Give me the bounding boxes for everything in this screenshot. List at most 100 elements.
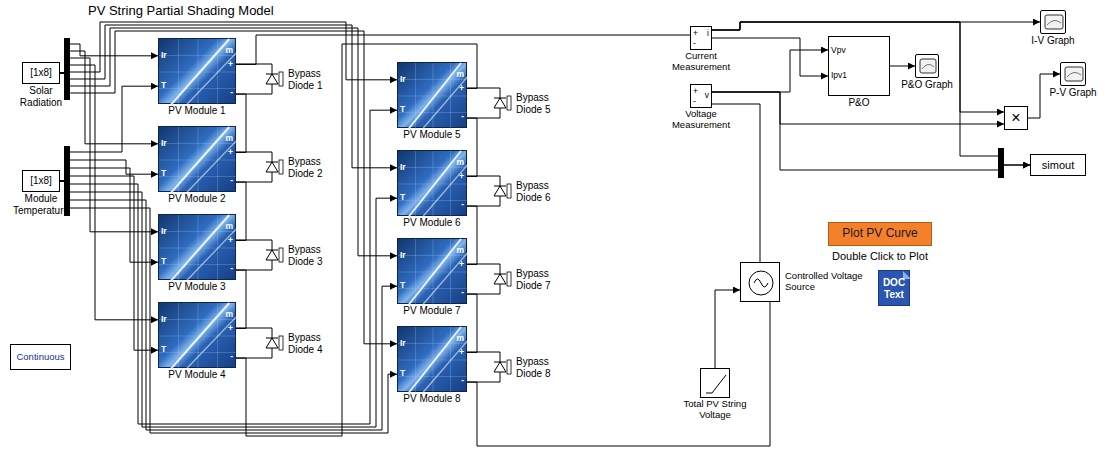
signal-line bbox=[60, 181, 397, 430]
bypass-diode: Bypass Diode 7 bbox=[490, 264, 510, 294]
ramp-icon bbox=[701, 369, 731, 399]
power-wire bbox=[467, 302, 770, 446]
port-label: Ir bbox=[161, 227, 167, 237]
port-label: T bbox=[400, 105, 405, 115]
port-label: + bbox=[228, 324, 233, 334]
mux-bar bbox=[998, 148, 1004, 178]
port-label: T bbox=[400, 193, 405, 203]
port-label: - bbox=[230, 177, 233, 187]
port-label: - bbox=[230, 265, 233, 275]
port-label: m bbox=[225, 222, 233, 232]
signal-line bbox=[60, 110, 397, 424]
block-label: PV Module 7 bbox=[403, 305, 460, 317]
port-label: m bbox=[456, 70, 464, 80]
block-label: × bbox=[1011, 109, 1020, 127]
pv-icon bbox=[159, 303, 237, 369]
port-label: m bbox=[225, 46, 233, 56]
scope-block: I-V Graph bbox=[1040, 10, 1066, 34]
block-label: PV Module 3 bbox=[168, 281, 225, 293]
port-label: Ir bbox=[161, 315, 167, 325]
signal-line bbox=[60, 176, 158, 350]
block-label: Current Measurement bbox=[665, 51, 737, 73]
block-label: Continuous bbox=[16, 352, 64, 363]
power-wire bbox=[236, 44, 477, 436]
block-label: Bypass Diode 7 bbox=[516, 268, 562, 291]
constant-block: [1x8]Module Temperature bbox=[22, 170, 60, 192]
pv-module-block: IrTm+-PV Module 1 bbox=[158, 38, 236, 104]
port-label: - bbox=[693, 39, 696, 49]
diode-icon bbox=[490, 176, 510, 206]
port-label: m bbox=[225, 134, 233, 144]
bypass-diode: Bypass Diode 4 bbox=[262, 328, 282, 358]
port-label: T bbox=[161, 81, 166, 91]
block-label: Bypass Diode 4 bbox=[288, 332, 334, 355]
cvs-icon bbox=[741, 263, 781, 303]
signal-line bbox=[712, 22, 1040, 30]
pv-module-block: IrTm+-PV Module 5 bbox=[397, 62, 467, 128]
port-label: + bbox=[693, 29, 698, 39]
signal-line bbox=[60, 58, 158, 232]
block-label: Total PV String Voltage bbox=[679, 399, 751, 421]
port-label: T bbox=[161, 345, 166, 355]
signal-line bbox=[60, 168, 158, 262]
bypass-diode: Bypass Diode 6 bbox=[490, 176, 510, 206]
block-label: P&O bbox=[848, 97, 869, 109]
port-label: - bbox=[230, 353, 233, 363]
power-wire bbox=[236, 35, 690, 64]
mux-bar bbox=[64, 38, 70, 100]
simulink-block: +-vVoltage Measurement bbox=[690, 84, 712, 108]
pv-module-block: IrTm+-PV Module 6 bbox=[397, 150, 467, 216]
port-label: + bbox=[228, 148, 233, 158]
port-label: - bbox=[230, 89, 233, 99]
port-label: m bbox=[456, 158, 464, 168]
port-label: m bbox=[456, 334, 464, 344]
pv-icon bbox=[159, 215, 237, 281]
port-label: Ir bbox=[161, 51, 167, 61]
scope-block: P&O Graph bbox=[915, 54, 939, 78]
block-label: Module Temperature bbox=[8, 193, 74, 216]
block-label: Plot PV Curve bbox=[842, 227, 917, 241]
port-label: Vpv bbox=[831, 46, 846, 56]
block-label: simout bbox=[1042, 159, 1074, 172]
pv-icon bbox=[159, 39, 237, 105]
port-label: - bbox=[461, 377, 464, 387]
block-label: P-V Graph bbox=[1049, 87, 1096, 99]
scope-icon bbox=[1061, 63, 1087, 87]
block-label: [1x8] bbox=[30, 67, 52, 79]
power-wire bbox=[467, 118, 477, 176]
port-label: + bbox=[228, 236, 233, 246]
voltage-source-block: Controlled Voltage Source bbox=[740, 262, 780, 302]
block-label: PV Module 8 bbox=[403, 393, 460, 405]
block-label: PV Module 4 bbox=[168, 369, 225, 381]
port-label: T bbox=[400, 281, 405, 291]
block-label: P&O Graph bbox=[901, 79, 953, 91]
port-label: Ipv1 bbox=[831, 71, 847, 81]
signal-line bbox=[60, 181, 397, 433]
port-label: Ir bbox=[400, 75, 406, 85]
port-label: v bbox=[705, 91, 709, 101]
bypass-diode: Bypass Diode 8 bbox=[490, 352, 510, 382]
port-label: Ir bbox=[400, 339, 406, 349]
port-label: Ir bbox=[400, 163, 406, 173]
bypass-diode: Bypass Diode 1 bbox=[262, 64, 282, 94]
power-wire bbox=[236, 94, 246, 152]
power-wire bbox=[236, 270, 246, 328]
pv-module-block: IrTm+-PV Module 8 bbox=[397, 326, 467, 392]
signal-line bbox=[712, 22, 1030, 165]
port-label: + bbox=[459, 260, 464, 270]
port-label: T bbox=[161, 169, 166, 179]
block-label: I-V Graph bbox=[1031, 35, 1074, 47]
port-label: - bbox=[461, 113, 464, 123]
port-label: + bbox=[459, 172, 464, 182]
diode-icon bbox=[490, 352, 510, 382]
port-label: + bbox=[459, 348, 464, 358]
scope-icon bbox=[916, 55, 940, 79]
block-label: PV Module 2 bbox=[168, 193, 225, 205]
diode-icon bbox=[262, 64, 282, 94]
constant-block: [1x8]Solar Radiation bbox=[22, 62, 60, 84]
block-label: Solar Radiation bbox=[13, 85, 69, 108]
port-label: T bbox=[400, 369, 405, 379]
simulink-block: +i-Current Measurement bbox=[690, 26, 712, 50]
powergui-block: Continuous bbox=[10, 344, 71, 370]
block-label: Bypass Diode 8 bbox=[516, 356, 562, 379]
